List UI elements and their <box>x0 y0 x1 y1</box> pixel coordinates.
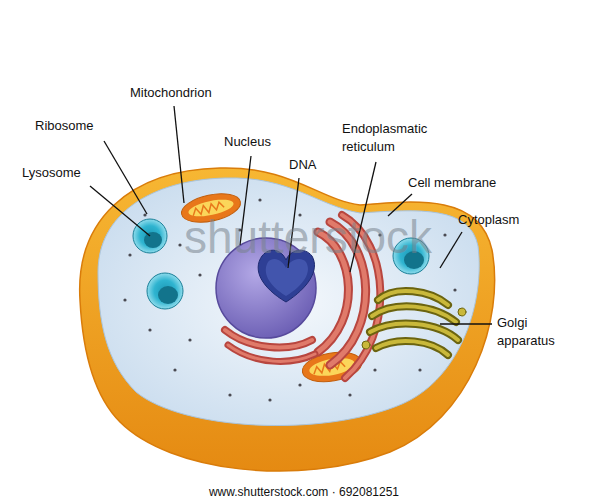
part-label: Ribosome <box>35 117 115 135</box>
part-label: Cytoplasm <box>458 211 548 229</box>
part-label: DNA <box>289 156 339 174</box>
watermark-footer: www.shutterstock.com · 692081251 <box>4 484 600 500</box>
leader-lines <box>90 106 492 324</box>
golgi-apparatus <box>362 291 466 355</box>
part-label: Nucleus <box>224 133 294 151</box>
watermark: shutterstock <box>128 206 488 268</box>
part-label: Lysosome <box>22 164 102 182</box>
part-label: Endoplasmatic reticulum <box>342 120 442 156</box>
part-label: Cell membrane <box>408 174 518 192</box>
part-label: Golgi apparatus <box>497 314 577 350</box>
part-label: Mitochondrion <box>130 84 240 102</box>
cell-body <box>80 168 495 471</box>
